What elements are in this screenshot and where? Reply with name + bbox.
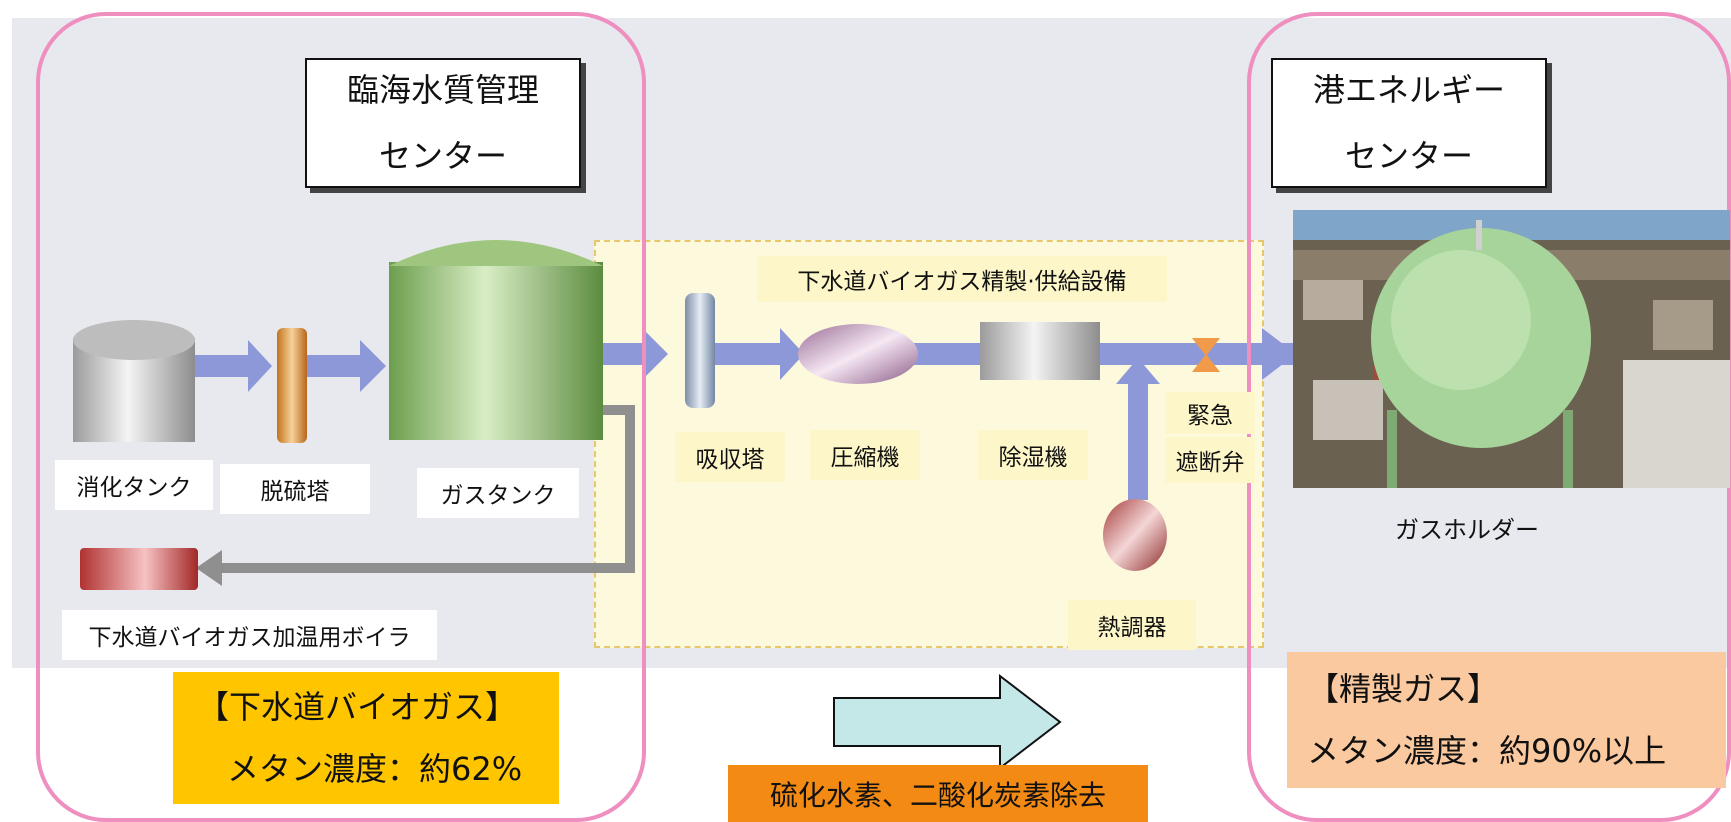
digestion-tank-icon bbox=[73, 320, 195, 442]
heat-regulator-icon bbox=[1103, 499, 1167, 571]
dehumidifier-label: 除湿機 bbox=[978, 430, 1088, 480]
absorption-tower-icon bbox=[685, 293, 715, 408]
shutoff-valve-label-line2: 遮断弁 bbox=[1165, 437, 1255, 483]
right-center-title-line1: 港エネルギー bbox=[1312, 71, 1505, 109]
process-direction-arrow bbox=[833, 673, 1062, 771]
desulfurization-tower-icon bbox=[277, 328, 307, 443]
compressor-label: 圧縮機 bbox=[810, 430, 920, 480]
boiler-icon bbox=[80, 548, 198, 590]
gas-tank-label: ガスタンク bbox=[417, 468, 579, 518]
flow-arrows bbox=[190, 328, 1300, 500]
gas-tank-icon bbox=[389, 240, 603, 440]
compressor-icon bbox=[798, 324, 918, 384]
shutoff-valve-label-line1: 緊急 bbox=[1165, 392, 1255, 434]
refined-gas-summary-title: 【精製ガス】 bbox=[1307, 670, 1500, 708]
right-center-title: 港エネルギー センター bbox=[1271, 58, 1547, 188]
dehumidifier-icon bbox=[980, 322, 1100, 380]
digestion-tank-label: 消化タンク bbox=[55, 460, 213, 510]
left-center-title: 臨海水質管理 センター bbox=[305, 58, 581, 188]
absorption-tower-label: 吸収塔 bbox=[675, 432, 785, 482]
gas-holder-label: ガスホルダー bbox=[1395, 516, 1539, 544]
refined-gas-summary-box: 【精製ガス】 メタン濃度：約90%以上 bbox=[1287, 652, 1726, 788]
right-center-title-line2: センター bbox=[1344, 137, 1473, 175]
boiler-return-pipe bbox=[196, 405, 635, 586]
shutoff-valve-icon bbox=[1192, 338, 1220, 372]
desulfurization-tower-label: 脱硫塔 bbox=[220, 464, 370, 514]
gas-holder-photo bbox=[1293, 210, 1730, 488]
facility-title: 下水道バイオガス精製·供給設備 bbox=[757, 256, 1167, 302]
left-center-frame bbox=[36, 12, 646, 822]
biogas-summary-title: 【下水道バイオガス】 bbox=[197, 688, 518, 726]
biogas-summary-box: 【下水道バイオガス】 メタン濃度：約62% bbox=[173, 672, 559, 804]
boiler-label: 下水道バイオガス加温用ボイラ bbox=[62, 610, 437, 660]
left-center-title-line2: センター bbox=[378, 137, 507, 175]
removal-process-label: 硫化水素、二酸化炭素除去 bbox=[728, 765, 1148, 822]
left-center-title-line1: 臨海水質管理 bbox=[346, 71, 539, 109]
biogas-methane-concentration: メタン濃度：約62% bbox=[227, 750, 523, 788]
refined-gas-methane-concentration: メタン濃度：約90%以上 bbox=[1307, 732, 1667, 770]
heat-regulator-label: 熱調器 bbox=[1068, 600, 1196, 650]
